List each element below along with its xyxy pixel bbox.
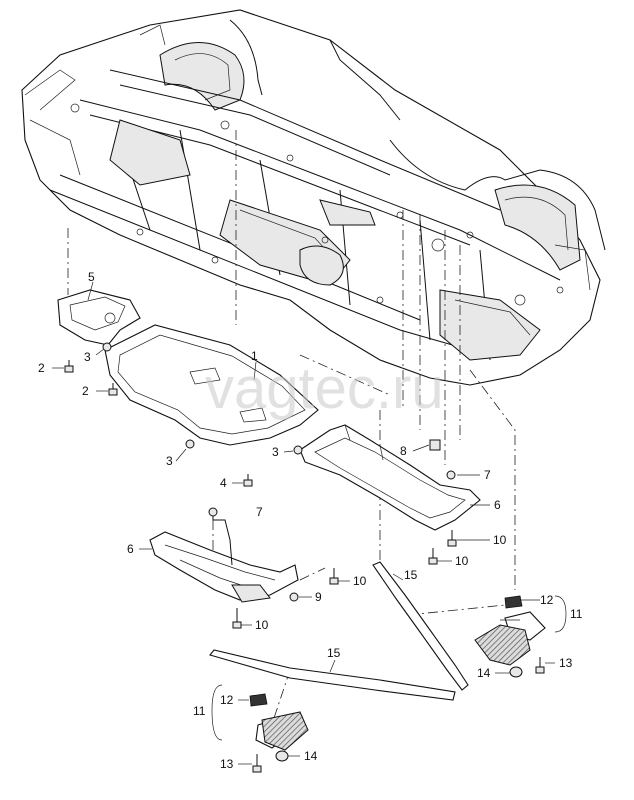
callout-13: 13 xyxy=(220,757,234,771)
nut-icon xyxy=(275,750,289,762)
part-15-seal-bottom xyxy=(209,649,456,701)
callout-labels: 5 2 2 3 1 3 4 3 8 7 6 10 10 7 6 10 9 10 … xyxy=(38,270,583,771)
bolt-icon xyxy=(447,530,457,547)
callout-7: 7 xyxy=(484,468,491,482)
bolt-icon xyxy=(252,754,262,773)
callout-7: 7 xyxy=(256,505,263,519)
callout-9: 9 xyxy=(315,590,322,604)
part-6-right-bracket xyxy=(299,424,481,531)
callout-6: 6 xyxy=(127,542,134,556)
callout-12: 12 xyxy=(220,693,234,707)
callout-3: 3 xyxy=(272,445,279,459)
callout-15: 15 xyxy=(327,646,341,660)
callout-11: 11 xyxy=(570,607,583,621)
bolt-icon xyxy=(535,657,545,674)
callout-11: 11 xyxy=(193,704,206,718)
clip-icon xyxy=(429,439,441,451)
bolt-icon xyxy=(243,474,253,487)
nut-icon xyxy=(446,470,456,480)
nut-icon xyxy=(293,445,303,455)
callout-1: 1 xyxy=(251,349,258,363)
callout-8: 8 xyxy=(400,444,407,458)
callout-10: 10 xyxy=(455,554,469,568)
assembly-lines xyxy=(67,130,516,731)
nut-icon xyxy=(208,507,218,517)
callout-6: 6 xyxy=(494,498,501,512)
callout-2: 2 xyxy=(82,384,89,398)
part-6-left-bracket xyxy=(149,510,299,603)
part-11-guard-bottom xyxy=(249,693,309,751)
part-1-underbody-panel xyxy=(104,324,319,446)
nut-icon xyxy=(185,439,195,449)
callout-14: 14 xyxy=(304,749,318,763)
bolt-icon xyxy=(329,568,339,585)
callout-leaders xyxy=(52,281,567,765)
part-11-guard-right xyxy=(474,595,546,666)
part-5-cover xyxy=(57,289,141,346)
nut-icon xyxy=(509,666,523,678)
callout-10: 10 xyxy=(255,618,269,632)
callout-3: 3 xyxy=(166,454,173,468)
callout-15: 15 xyxy=(404,568,418,582)
watermark: vagtec.ru xyxy=(205,356,444,421)
nut-icon xyxy=(289,592,299,602)
callout-14: 14 xyxy=(477,666,491,680)
bolt-icon xyxy=(232,608,242,629)
callout-12: 12 xyxy=(540,593,554,607)
nut-icon xyxy=(102,342,112,352)
bolt-icon xyxy=(428,548,438,565)
callout-4: 4 xyxy=(220,476,227,490)
part-15-seal-right xyxy=(372,561,469,691)
bolt-icon xyxy=(64,360,74,373)
bolt-icon xyxy=(108,383,118,396)
callout-5: 5 xyxy=(88,270,95,284)
callout-10: 10 xyxy=(353,574,367,588)
fasteners xyxy=(64,342,545,773)
callout-10: 10 xyxy=(493,533,507,547)
callout-3: 3 xyxy=(84,350,91,364)
vehicle-underbody xyxy=(21,9,606,386)
callout-2: 2 xyxy=(38,361,45,375)
callout-13: 13 xyxy=(559,656,573,670)
